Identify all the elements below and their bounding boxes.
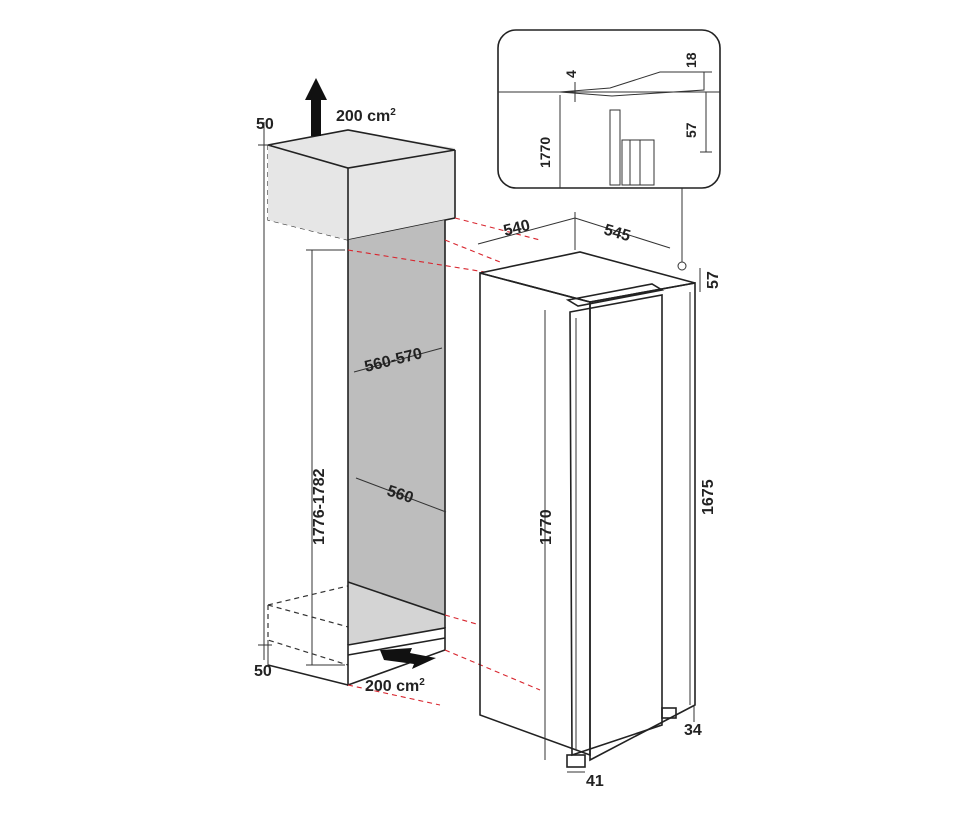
appliance-door: [569, 294, 663, 757]
detail-gap-18-label: 18: [683, 52, 699, 68]
detail-hinge-body: [621, 139, 655, 186]
width-dim-line: [477, 217, 576, 245]
alignment-guides: [347, 217, 541, 706]
front-foot: [566, 754, 586, 768]
rear-foot: [661, 707, 677, 719]
guide-5: [444, 649, 541, 691]
guide-6: [347, 684, 441, 706]
base-depth-label: 41: [586, 773, 604, 790]
detail-gap-57-label: 57: [683, 122, 699, 138]
depth-dim-line: [574, 217, 671, 249]
appliance-depth-label: 545: [602, 222, 632, 246]
appliance-top-offset-label: 57: [705, 271, 722, 289]
top-hinge: [565, 283, 665, 307]
door-height-label: 1675: [700, 479, 717, 515]
bottom-gap-label: 50: [254, 663, 272, 680]
top-gap-label: 50: [256, 116, 274, 133]
detail-gap-4-label: 4: [563, 70, 579, 78]
detail-callout-circle: [677, 261, 687, 271]
appliance-height-label: 1770: [538, 509, 555, 545]
niche-floor: [348, 582, 445, 645]
niche-depth-line: [355, 477, 447, 513]
plinth-top-line: [347, 637, 446, 656]
niche-floor-back-edge: [267, 584, 353, 606]
guide-1: [454, 217, 541, 241]
base-height-label: 34: [684, 722, 702, 739]
vent-up-arrow: [305, 78, 327, 136]
niche-outline-bottom-left: [267, 605, 349, 666]
guide-4: [444, 614, 481, 626]
niche-back-wall: [348, 220, 445, 615]
detail-height-label: 1770: [537, 137, 553, 168]
appliance: [479, 251, 696, 768]
niche-floor-front-edge: [267, 604, 353, 629]
niche-cabinet: [263, 129, 456, 687]
appliance-side: [479, 271, 591, 757]
guide-2: [444, 239, 501, 263]
detail-frame: [497, 29, 721, 189]
detail-inset: [497, 29, 721, 189]
detail-door-edge: [609, 109, 621, 186]
niche-floor-line: [347, 581, 446, 616]
appliance-width-label: 540: [502, 217, 532, 240]
appliance-front: [589, 282, 696, 762]
plinth-left-edge: [267, 664, 349, 686]
vent-in-arrow: [380, 648, 436, 669]
bottom-vent-area-label: 200 cm2: [365, 677, 425, 695]
niche-width-line: [353, 347, 443, 373]
niche-dimensions: [258, 122, 447, 666]
appliance-dimensions: [477, 188, 701, 773]
top-vent-area-label: 200 cm2: [336, 107, 396, 125]
niche-height-label: 1776-1782: [311, 468, 328, 545]
